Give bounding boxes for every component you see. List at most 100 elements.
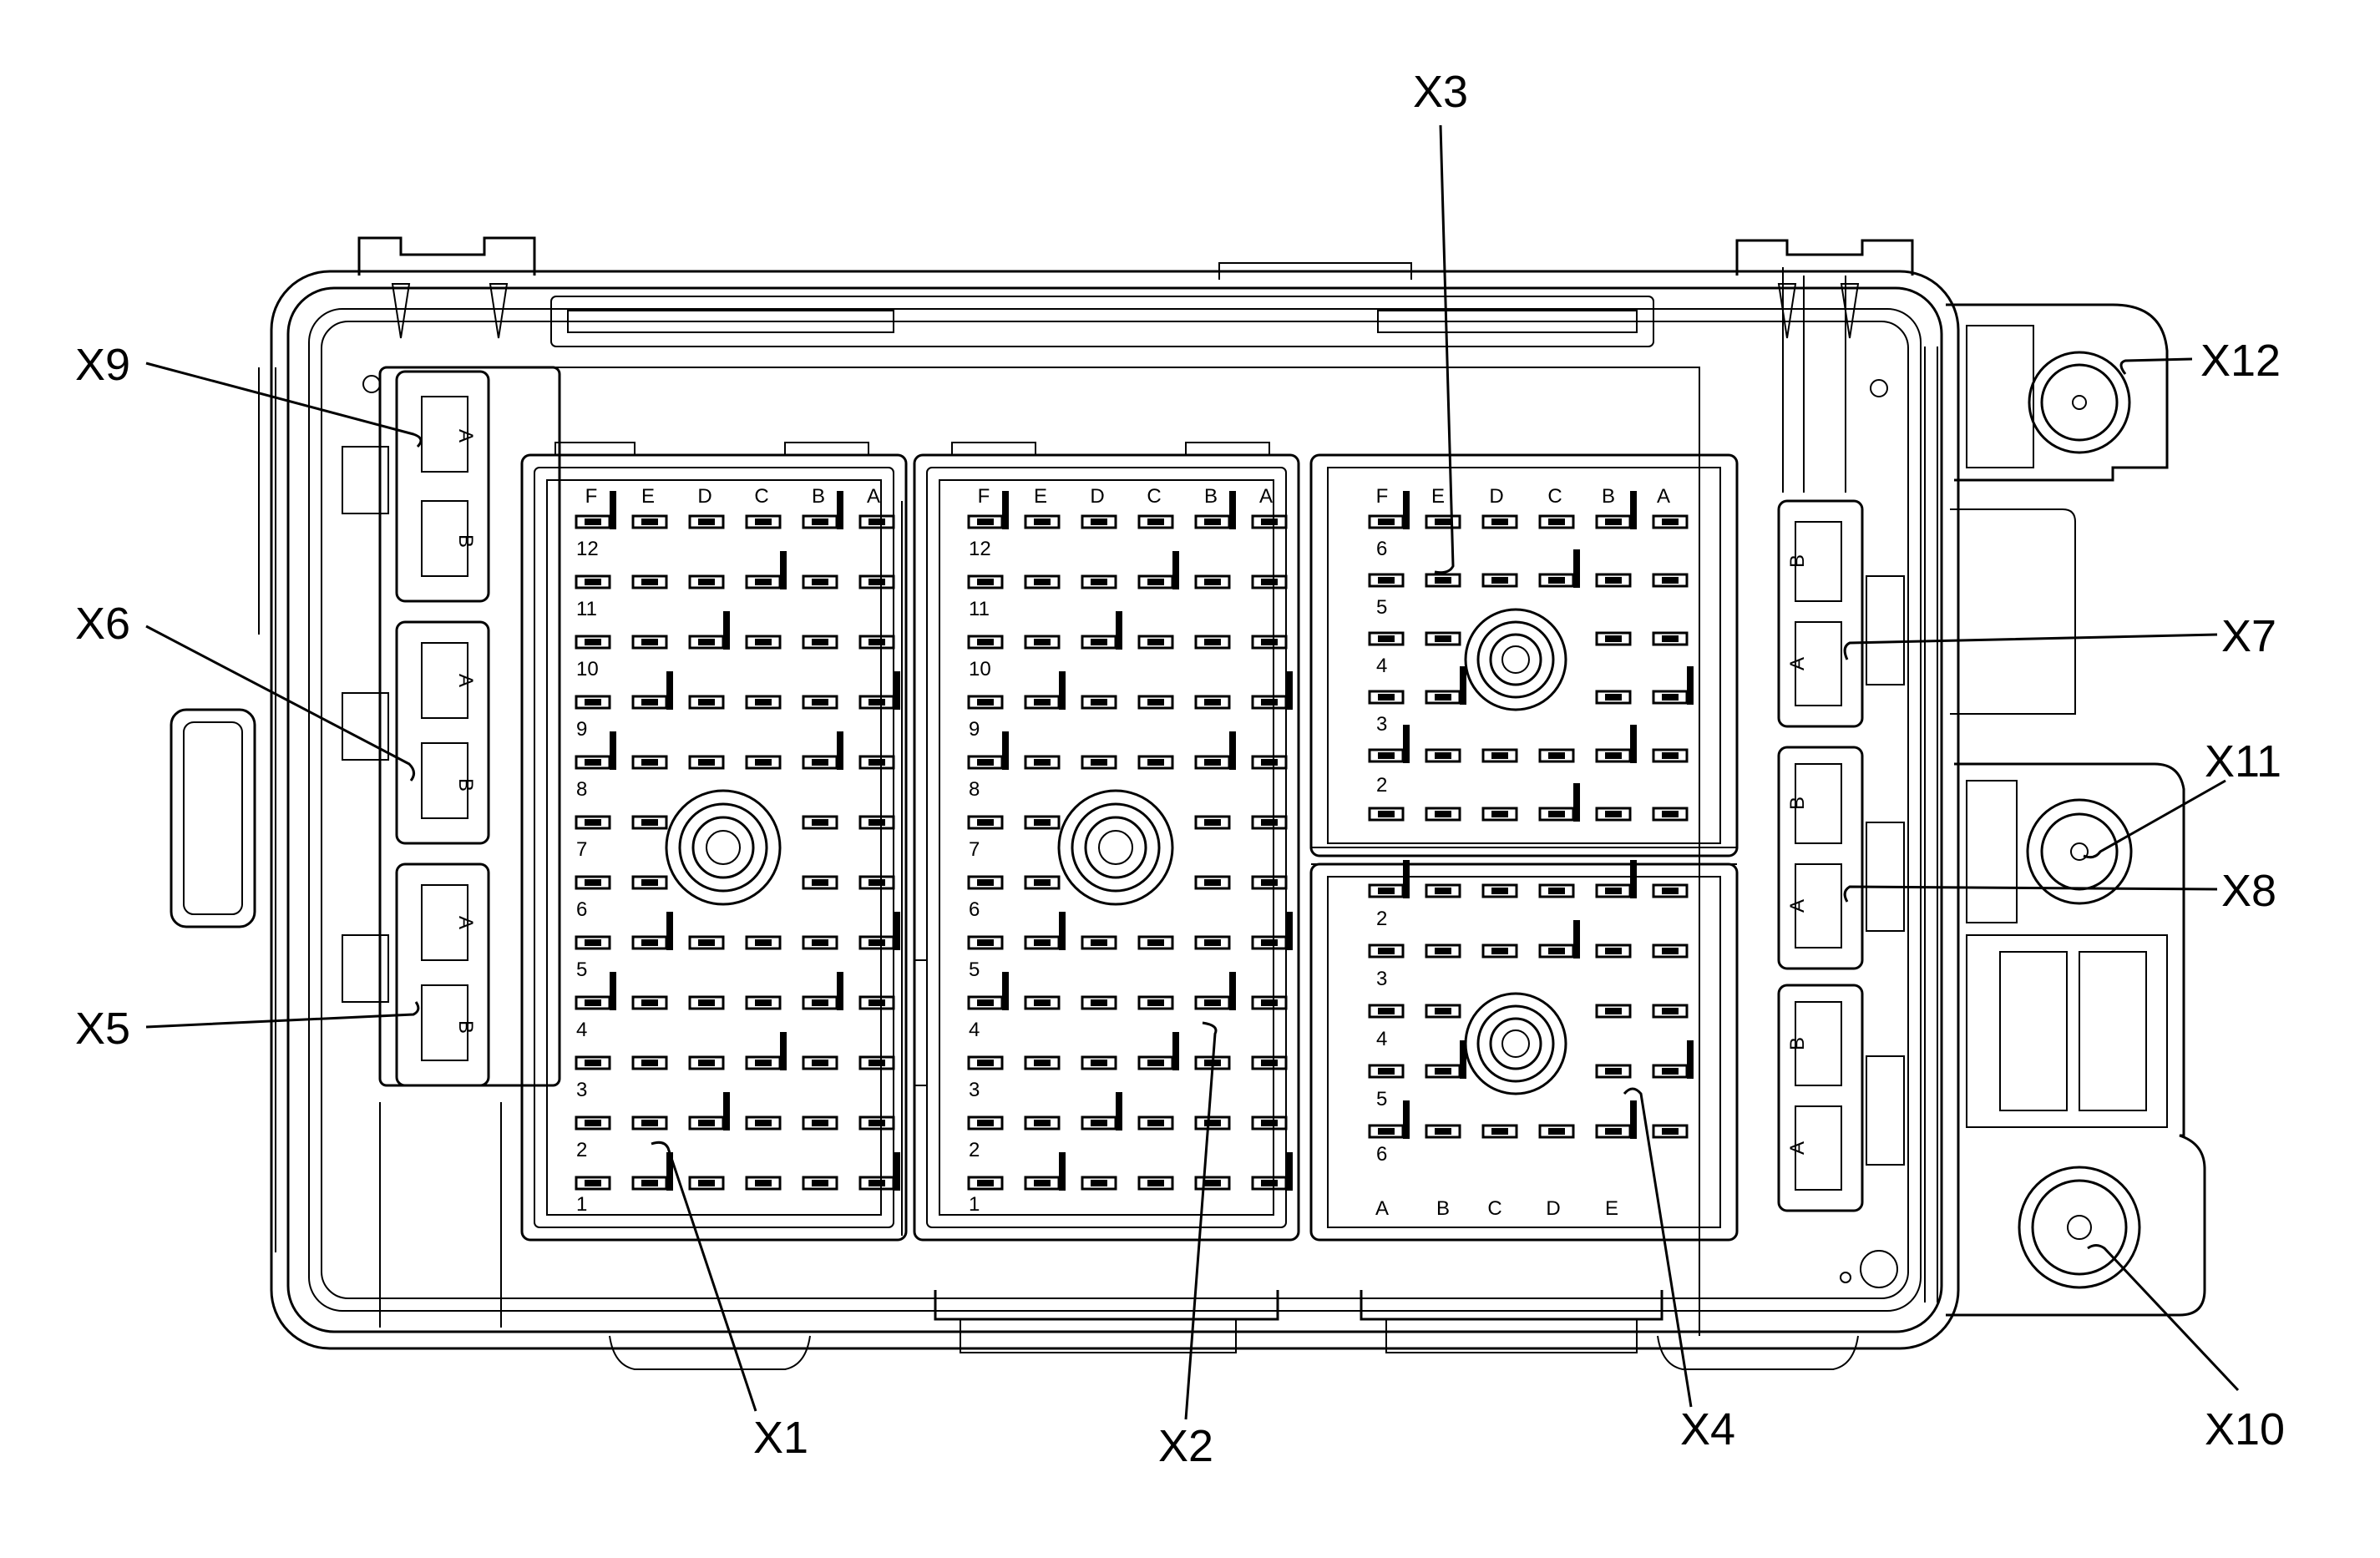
terminal-cavity (967, 935, 1004, 950)
terminal-contact (755, 699, 772, 706)
connector-x9: A B (342, 370, 490, 603)
terminal-cavity (1481, 1124, 1518, 1139)
terminal-contact (1435, 577, 1451, 584)
x2-row-label: 8 (969, 778, 980, 801)
terminal-contact (1491, 518, 1508, 525)
terminal-contact (585, 879, 601, 886)
terminal-contact (698, 579, 715, 585)
terminal-cavity (802, 935, 838, 950)
x3-col-label: B (1602, 485, 1615, 508)
terminal-cavity (1137, 514, 1174, 529)
terminal-contact (1378, 577, 1395, 584)
terminal-cavity (575, 1055, 611, 1070)
terminal-cavity (802, 1115, 838, 1131)
terminal-cavity (1481, 748, 1518, 763)
x3-row-label: 4 (1376, 655, 1387, 677)
terminal-cavity (1024, 755, 1061, 770)
x1-column-labels: F E D C B A (585, 485, 880, 508)
x2-row-label: 9 (969, 718, 980, 741)
terminal-cavity (1081, 935, 1117, 950)
terminal-contact (755, 1120, 772, 1126)
terminal-contact (977, 699, 994, 706)
x2-row-label: 12 (969, 538, 991, 560)
terminal-contact (1491, 577, 1508, 584)
terminal-contact (868, 759, 885, 766)
x4-leader (1623, 1087, 1693, 1408)
terminal-cavity (1425, 573, 1461, 588)
x5-label-b: B (454, 1020, 477, 1034)
terminal-contact (1204, 639, 1221, 645)
terminal-contact (1435, 1008, 1451, 1014)
terminal-contact (868, 1180, 885, 1186)
terminal-cavity (1652, 943, 1689, 959)
terminal-contact (698, 1060, 715, 1066)
x1-leader (651, 1141, 757, 1412)
terminal-cavity (1652, 807, 1689, 822)
terminal-cavity (1194, 635, 1231, 650)
terminal-cavity (1024, 635, 1061, 650)
terminal-cavity (967, 695, 1004, 710)
terminal-cavity (802, 1176, 838, 1191)
terminal-cavity (575, 1176, 611, 1191)
terminal-contact (1548, 752, 1565, 759)
x3-row-label: 6 (1376, 538, 1387, 560)
terminal-cavity (631, 875, 668, 890)
terminal-contact (1435, 811, 1451, 817)
left-side-connectors: A B A B A B (342, 366, 561, 1087)
stud-x12 (2028, 351, 2131, 454)
terminal-contact (1378, 752, 1395, 759)
terminal-cavity (575, 875, 611, 890)
terminal-contact (812, 1180, 828, 1186)
terminal-cavity (802, 635, 838, 650)
lower-label-a: A (1786, 1141, 1809, 1155)
connector-x8: B A (1777, 746, 1905, 970)
x3-row-label: 5 (1376, 596, 1387, 619)
x2-row-label: 3 (969, 1079, 980, 1101)
x1-row-label: 10 (576, 658, 599, 680)
terminal-contact (1091, 1060, 1107, 1066)
terminal-cavity (1194, 1176, 1231, 1191)
terminal-contact (641, 819, 658, 826)
terminal-contact (585, 1180, 601, 1186)
x8-label-a: A (1786, 899, 1809, 913)
terminal-contact (977, 879, 994, 886)
x4-col-label: D (1546, 1197, 1560, 1220)
terminal-contact (1378, 635, 1395, 642)
terminal-contact (1662, 811, 1679, 817)
terminal-contact (1204, 1120, 1221, 1126)
x2-row-label: 2 (969, 1139, 980, 1161)
x1-col-label: C (754, 485, 768, 508)
terminal-cavity (1595, 631, 1632, 646)
x2-col-label: E (1034, 485, 1047, 508)
terminal-contact (868, 819, 885, 826)
x1-col-label: E (641, 485, 655, 508)
x1-row-label: 4 (576, 1019, 587, 1041)
x1-col-label: B (812, 485, 825, 508)
terminal-cavity (1024, 1115, 1061, 1131)
terminal-cavity (1251, 995, 1288, 1010)
terminal-contact (868, 699, 885, 706)
terminal-contact (1091, 1180, 1107, 1186)
terminal-cavity (1081, 1055, 1117, 1070)
terminal-cavity (1251, 875, 1288, 890)
lower-label-b: B (1786, 1037, 1809, 1050)
terminal-cavity (688, 935, 725, 950)
x2-label: X2 (1158, 1421, 1213, 1471)
terminal-contact (1034, 699, 1051, 706)
terminal-contact (1662, 577, 1679, 584)
x4-col-label: C (1487, 1197, 1501, 1220)
terminal-contact (1605, 577, 1622, 584)
stud-x10 (2018, 1166, 2141, 1289)
terminal-cavity (631, 995, 668, 1010)
housing-outline (170, 236, 1960, 1370)
terminal-contact (1435, 752, 1451, 759)
terminal-contact (1662, 1128, 1679, 1135)
terminal-cavity (967, 1176, 1004, 1191)
terminal-contact (1435, 1128, 1451, 1135)
x3-col-label: E (1431, 485, 1445, 508)
terminal-contact (1261, 1120, 1278, 1126)
x8-label-b: B (1786, 797, 1809, 810)
terminal-contact (1605, 1128, 1622, 1135)
terminal-cavity (1538, 883, 1575, 898)
x1-row-label: 7 (576, 838, 587, 861)
